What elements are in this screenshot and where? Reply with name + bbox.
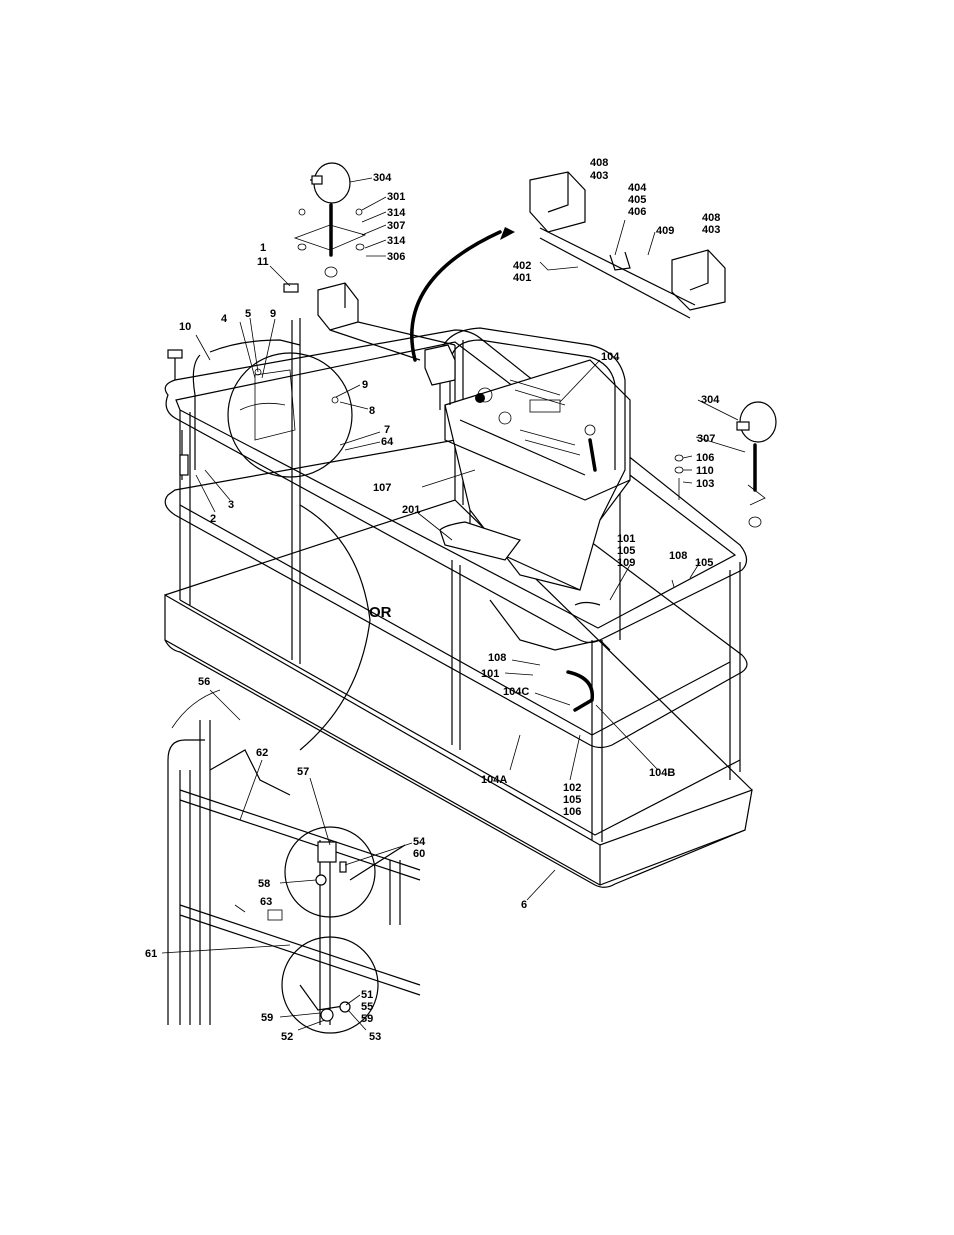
callout-404: 404 [628, 182, 647, 194]
callout-108-a: 108 [669, 550, 687, 562]
callout-108-b: 108 [488, 652, 506, 664]
callout-110: 110 [696, 465, 714, 477]
callout-314-a: 314 [387, 207, 406, 219]
callout-304-right: 304 [701, 394, 720, 406]
callout-60: 60 [413, 848, 425, 860]
callout-201: 201 [402, 504, 420, 516]
callout-104c: 104C [503, 686, 529, 698]
lamp-top-left [295, 163, 365, 277]
callout-62: 62 [256, 747, 268, 759]
callout-307-right: 307 [697, 433, 715, 445]
callout-101-a: 101 [617, 533, 635, 545]
callout-8: 8 [369, 405, 375, 417]
callout-306: 306 [387, 251, 405, 263]
callout-57: 57 [297, 766, 309, 778]
callout-61: 61 [145, 948, 157, 960]
callout-104: 104 [601, 351, 620, 363]
callout-301: 301 [387, 191, 405, 203]
callout-106-a: 106 [696, 452, 714, 464]
callout-314-b: 314 [387, 235, 406, 247]
lamp-right [675, 402, 776, 527]
callout-51: 51 [361, 989, 373, 1001]
callout-59-b: 59 [261, 1012, 273, 1024]
callout-409: 409 [656, 225, 674, 237]
callout-2: 2 [210, 513, 216, 525]
callout-3: 3 [228, 499, 234, 511]
callout-or: OR [369, 604, 392, 621]
callout-101-b: 101 [481, 668, 499, 680]
callout-11: 11 [257, 256, 269, 268]
callout-9-b: 9 [362, 379, 368, 391]
platform-basket [165, 284, 752, 887]
callout-9-a: 9 [270, 308, 276, 320]
callout-6: 6 [521, 899, 527, 911]
callout-109: 109 [617, 557, 635, 569]
callout-56: 56 [198, 676, 210, 688]
callout-307-top: 307 [387, 220, 405, 232]
callout-10: 10 [179, 321, 191, 333]
callout-59-a: 59 [361, 1013, 373, 1025]
callout-107: 107 [373, 482, 391, 494]
callout-1: 1 [260, 242, 266, 254]
callout-104a: 104A [481, 774, 507, 786]
callout-7: 7 [384, 424, 390, 436]
callout-54: 54 [413, 836, 426, 848]
callout-105-b: 105 [695, 557, 713, 569]
callout-106-b: 106 [563, 806, 581, 818]
callout-58: 58 [258, 878, 270, 890]
callout-401: 401 [513, 272, 531, 284]
callout-405: 405 [628, 194, 646, 206]
callout-105-a: 105 [617, 545, 635, 557]
callout-402: 402 [513, 260, 531, 272]
callout-labels: 304 301 314 307 314 306 1 11 408 403 404… [145, 157, 720, 1043]
callout-102: 102 [563, 782, 581, 794]
callout-406: 406 [628, 206, 646, 218]
callout-408-b: 408 [702, 212, 720, 224]
callout-403-a: 403 [590, 170, 608, 182]
callout-403-b: 403 [702, 224, 720, 236]
callout-64: 64 [381, 436, 394, 448]
leader-lines [162, 178, 745, 1030]
callout-304-top: 304 [373, 172, 392, 184]
callout-52: 52 [281, 1031, 293, 1043]
callout-63: 63 [260, 896, 272, 908]
callout-5: 5 [245, 308, 251, 320]
callout-55: 55 [361, 1001, 373, 1013]
callout-4: 4 [221, 313, 228, 325]
callout-53: 53 [369, 1031, 381, 1043]
callout-103: 103 [696, 478, 714, 490]
callout-408-a: 408 [590, 157, 608, 169]
callout-104b: 104B [649, 767, 675, 779]
callout-105-c: 105 [563, 794, 581, 806]
